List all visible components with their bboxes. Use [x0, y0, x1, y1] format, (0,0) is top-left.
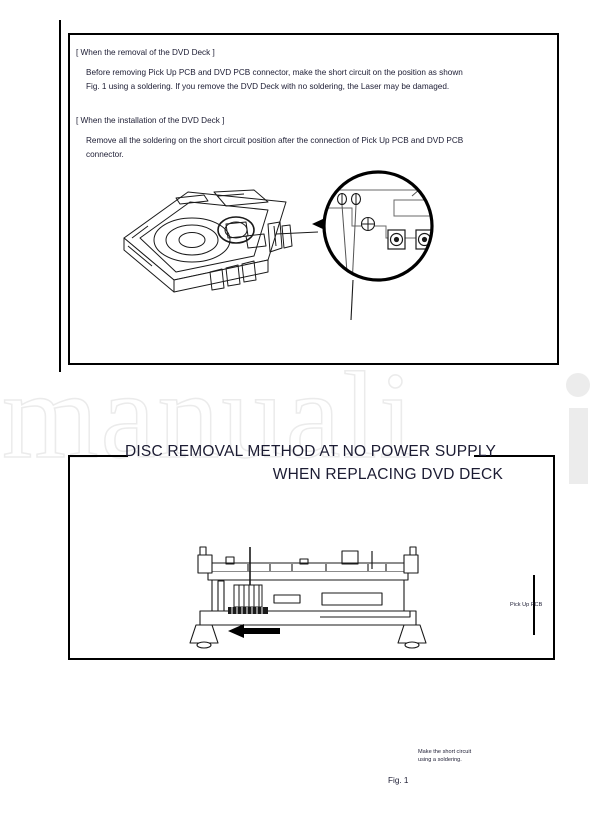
- direction-arrow: [228, 624, 280, 638]
- detail-callout-circle: [312, 168, 452, 288]
- section-title: DISC REMOVAL METHOD AT NO POWER SUPPLY W…: [125, 443, 545, 484]
- pickup-pcb-label: Pick Up PCB: [510, 602, 543, 608]
- installation-heading: [ When the installation of the DVD Deck …: [76, 116, 225, 125]
- dvd-deck-assembly-drawing: [118, 176, 318, 296]
- box-border-top-right: [474, 455, 555, 457]
- solder-lead-line: [344, 280, 364, 320]
- instruction-box: [68, 33, 559, 365]
- box-border-top-left: [68, 455, 128, 457]
- watermark-i-stem: [569, 408, 588, 484]
- dvd-deck-side-view-drawing: [182, 533, 434, 651]
- short-circuit-note-line-2: using a soldering.: [418, 757, 462, 764]
- pickup-pcb-leader-line: [530, 575, 538, 635]
- removal-body: Before removing Pick Up PCB and DVD PCB …: [86, 68, 463, 92]
- box-border-left: [68, 455, 70, 660]
- figure-label: Fig. 1: [388, 776, 409, 785]
- disc-removal-box: [68, 455, 555, 660]
- removal-heading: [ When the removal of the DVD Deck ]: [76, 48, 215, 57]
- box-border-bottom: [68, 658, 555, 660]
- installation-body: Remove all the soldering on the short ci…: [86, 136, 464, 160]
- box-border-right: [553, 455, 555, 660]
- page-border-left: [59, 20, 61, 372]
- watermark-i-dot: [566, 373, 590, 397]
- section-title-line-2: WHEN REPLACING DVD DECK: [272, 466, 503, 483]
- section-title-line-1: DISC REMOVAL METHOD AT NO POWER SUPPLY: [125, 443, 497, 460]
- short-circuit-note: Make the short circuit using a soldering…: [418, 748, 471, 765]
- short-circuit-note-line-1: Make the short circuit: [418, 749, 472, 755]
